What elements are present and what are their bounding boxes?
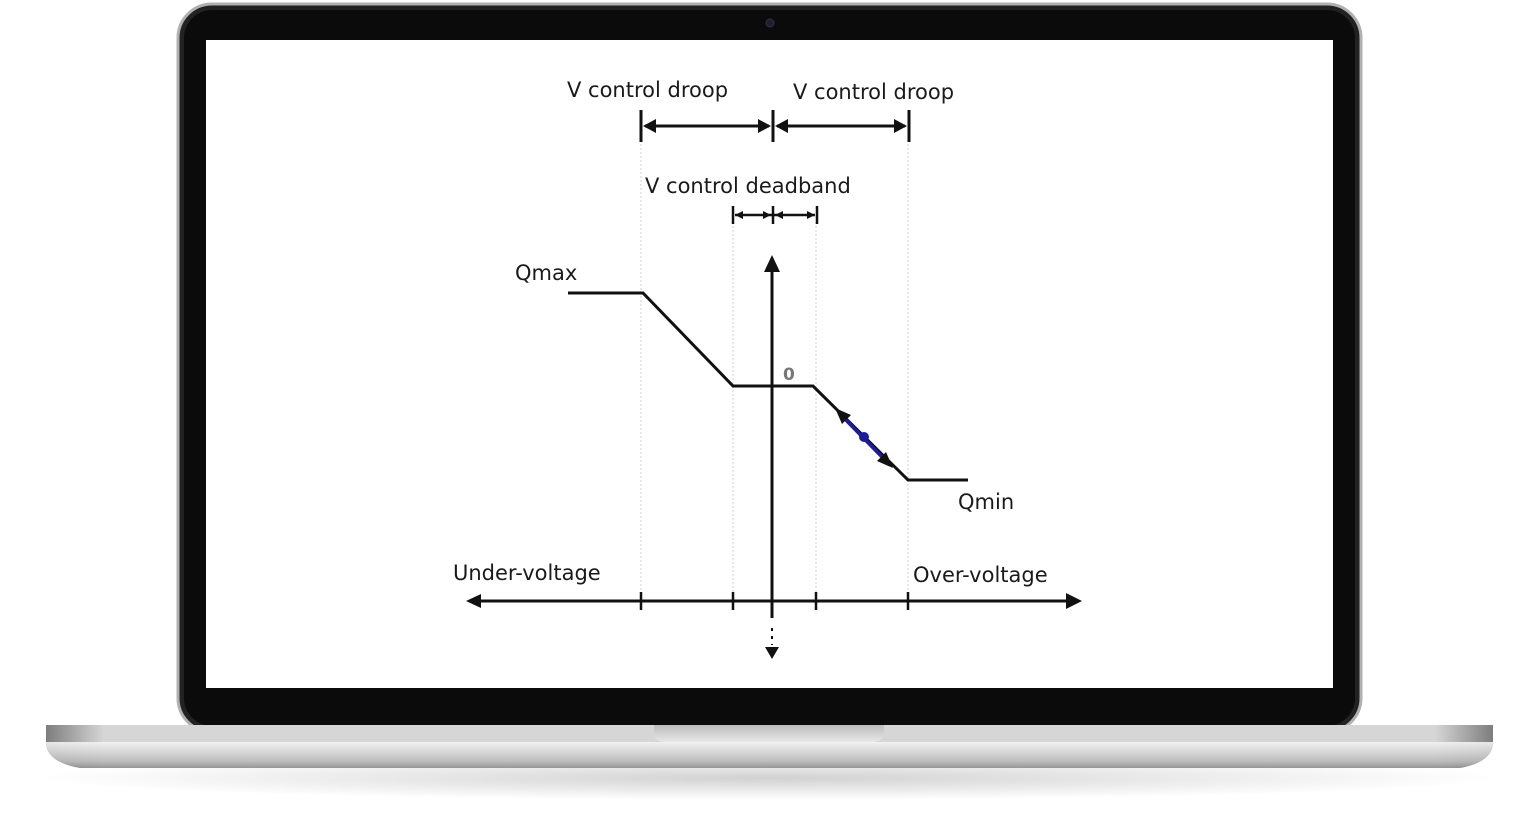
zero-label: 0: [783, 365, 795, 385]
over-voltage-label: Over-voltage: [913, 563, 1048, 587]
q-axis-down-arrowhead: [765, 647, 779, 659]
droop-arrowheads: [643, 119, 907, 133]
q-v-droop-diagram: V control droop V control droop V contro…: [453, 78, 1082, 659]
deadband-arrowheads: [735, 211, 815, 219]
droop-right-label: V control droop: [793, 80, 954, 104]
guide-lines: [640, 140, 909, 600]
qmin-label: Qmin: [958, 490, 1014, 514]
laptop-notch: [654, 725, 884, 742]
v-axis-ticks: [639, 592, 910, 610]
q-axis-arrowhead: [764, 255, 780, 272]
droop-left-label: V control droop: [567, 78, 728, 102]
laptop-base-shade: [46, 742, 1493, 768]
operating-arrowhead-up: [835, 408, 851, 424]
droop-dimension: [639, 110, 911, 142]
under-voltage-label: Under-voltage: [453, 561, 601, 585]
camera-icon: [765, 18, 775, 28]
droop-characteristic-curve: [568, 291, 968, 482]
screen: [206, 40, 1333, 688]
qmax-label: Qmax: [515, 261, 577, 285]
v-axis-left-arrowhead: [466, 594, 481, 608]
operating-point-dot: [859, 432, 869, 442]
v-axis-right-arrowhead: [1066, 593, 1082, 609]
operating-arrowhead-down: [877, 452, 893, 468]
deadband-label: V control deadband: [645, 174, 851, 198]
